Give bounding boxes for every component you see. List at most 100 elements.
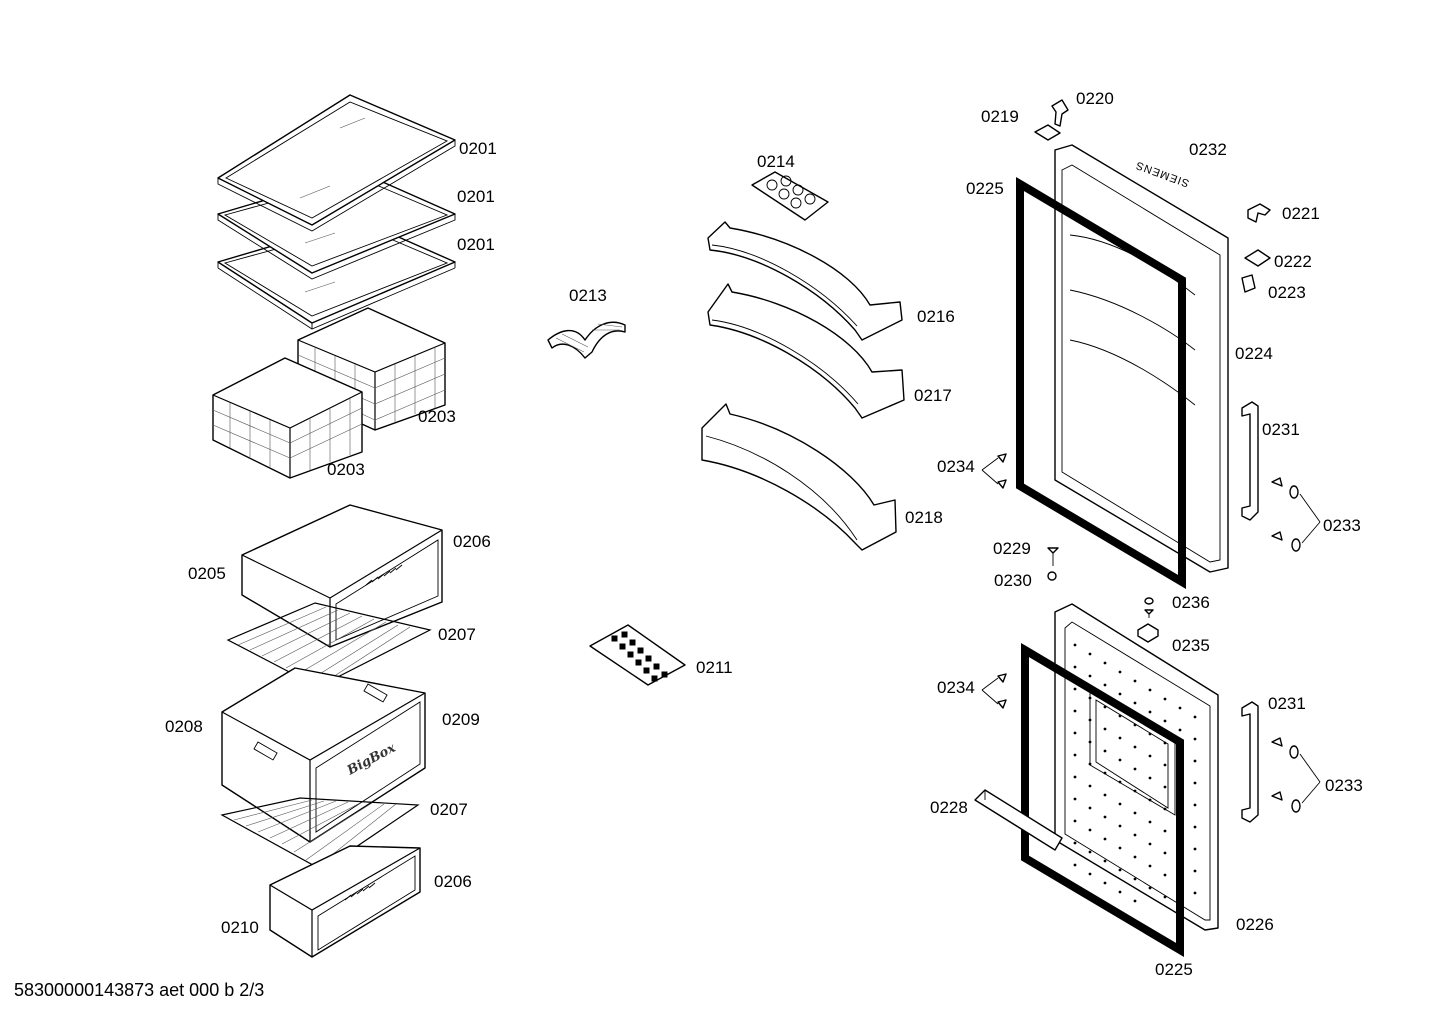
liner-dot [1073,687,1077,691]
liner-dot [1103,771,1107,775]
liner-dot [1163,741,1167,745]
liner-dot [1148,732,1152,736]
liner-dot [1193,781,1197,785]
label-0206: 0206 [453,532,491,551]
liner-dot [1163,895,1167,899]
part-labels: 0201 0201 0201 0203 0203 0205 0206 0207 … [165,89,1363,979]
liner-dot [1133,767,1137,771]
liner-dot [1133,789,1137,793]
document-reference: 58300000143873 aet 000 b 2/3 [14,980,265,1000]
label-0216: 0216 [917,307,955,326]
label-0213: 0213 [569,286,607,305]
liner-dot [1148,776,1152,780]
liner-dot [1118,846,1122,850]
door-shelf-lower [701,403,897,551]
liner-dot [1148,688,1152,692]
liner-dot [1088,718,1092,722]
label-0223: 0223 [1268,283,1306,302]
bottle-holder [547,321,626,359]
label-0221: 0221 [1282,204,1320,223]
label-0217: 0217 [914,386,952,405]
liner-dot [1178,706,1182,710]
liner-dot [1163,829,1167,833]
liner-dot [1163,785,1167,789]
liner-dot [1073,709,1077,713]
liner-dot [1133,899,1137,903]
upper-drawer [241,504,443,648]
label-0225: 0225 [966,179,1004,198]
liner-dot [1133,855,1137,859]
egg-tray [751,171,829,221]
liner-dot [1073,797,1077,801]
lower-drawer [269,845,421,958]
liner-dot [1163,851,1167,855]
label-0222: 0222 [1274,252,1312,271]
label-0226: 0226 [1236,915,1274,934]
label-0232: 0232 [1189,140,1227,159]
liner-dot [1133,811,1137,815]
liner-dot [1088,850,1092,854]
wire-basket-front [212,357,363,479]
label-0234: 0234 [937,678,975,697]
label-0230: 0230 [994,571,1032,590]
bigbox-drawer: BigBox [221,667,426,843]
label-0201: 0201 [457,187,495,206]
liner-dot [1088,784,1092,788]
liner-dot [1148,842,1152,846]
liner-dot [1193,847,1197,851]
hinge-parts-top [1034,99,1069,141]
liner-dot [1163,763,1167,767]
liner-dot [1193,803,1197,807]
liner-dot [1103,727,1107,731]
liner-dot [1148,886,1152,890]
liner-dot [1088,762,1092,766]
liner-dot [1103,683,1107,687]
screws-upper [981,453,1321,552]
liner-dot [1163,807,1167,811]
liner-dot [1103,793,1107,797]
handle-lower [1241,701,1259,823]
liner-dot [1103,749,1107,753]
liner-dot [1088,696,1092,700]
liner-dot [1118,670,1122,674]
liner-dot [1133,833,1137,837]
label-0208: 0208 [165,717,203,736]
liner-dot [1088,674,1092,678]
label-0203: 0203 [418,407,456,426]
wire-baskets [212,307,446,479]
label-0225: 0225 [1155,960,1193,979]
label-0234: 0234 [937,457,975,476]
label-0205: 0205 [188,564,226,583]
liner-dot [1088,652,1092,656]
label-0231: 0231 [1268,694,1306,713]
lower-door-dots [1073,643,1197,908]
liner-dot [1103,881,1107,885]
liner-dot [1118,824,1122,828]
liner-dot [1103,661,1107,665]
wire-grid-upper [226,602,432,688]
liner-dot [1193,891,1197,895]
liner-dot [1148,710,1152,714]
wire-grid-lower [220,797,420,871]
liner-dot [1193,825,1197,829]
liner-dot [1088,872,1092,876]
label-0203: 0203 [327,460,365,479]
liner-dot [1073,753,1077,757]
liner-dot [1073,665,1077,669]
liner-dot [1118,758,1122,762]
liner-dot [1103,837,1107,841]
liner-dot [1193,737,1197,741]
liner-dot [1118,692,1122,696]
label-0228: 0228 [930,798,968,817]
liner-dot [1088,740,1092,744]
liner-dot [1193,759,1197,763]
liner-dot [1193,869,1197,873]
liner-dot [1163,697,1167,701]
label-0233: 0233 [1323,516,1361,535]
liner-dot [1088,806,1092,810]
liner-dot [1118,802,1122,806]
liner-dot [1178,728,1182,732]
small-hinge-parts [1047,547,1159,643]
liner-dot [1118,736,1122,740]
liner-dot [1133,723,1137,727]
